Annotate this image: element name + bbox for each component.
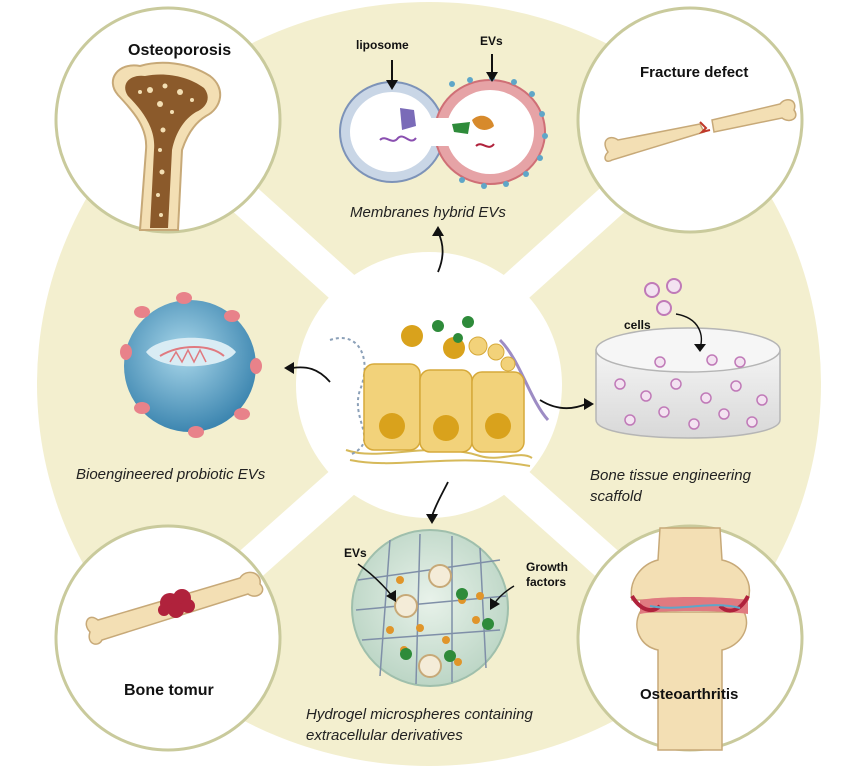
hybrid-ev-illustration [339,54,548,189]
probiotic-ev-illustration [120,292,262,438]
label-scaffold-line1: Bone tissue engineering [590,467,751,484]
scaffold-illustration [595,278,781,439]
label-hydrogel-line1: Hydrogel microspheres containing [306,706,533,723]
tumor-circle [54,524,282,752]
label-osteoporosis: Osteoporosis [128,42,232,59]
osteoporosis-circle [54,6,282,234]
label-growth-line2: factors [526,575,567,589]
fracture-circle [576,6,804,234]
osteoarthritis-circle [576,524,804,752]
label-growth-line1: Growth [526,560,568,574]
label-fracture-defect: Fracture defect [640,64,749,81]
label-cells: cells [624,318,651,332]
label-membranes-hybrid-evs: Membranes hybrid EVs [350,204,506,221]
label-evs-hydrogel: EVs [344,546,367,560]
label-osteoarthritis: Osteoarthritis [640,686,739,703]
label-probiotic-evs: Bioengineered probiotic EVs [76,466,266,483]
connector-arrows [291,231,587,517]
hydrogel-illustration [351,529,515,687]
label-scaffold-line2: scaffold [590,488,642,505]
central-cell-cluster [329,316,550,467]
label-liposome: liposome [356,38,409,52]
label-evs-top: EVs [480,34,503,48]
arrow-heads [284,226,594,524]
label-hydrogel-line2: extracellular derivatives [306,727,463,744]
label-bone-tumor: Bone tomur [124,682,214,699]
